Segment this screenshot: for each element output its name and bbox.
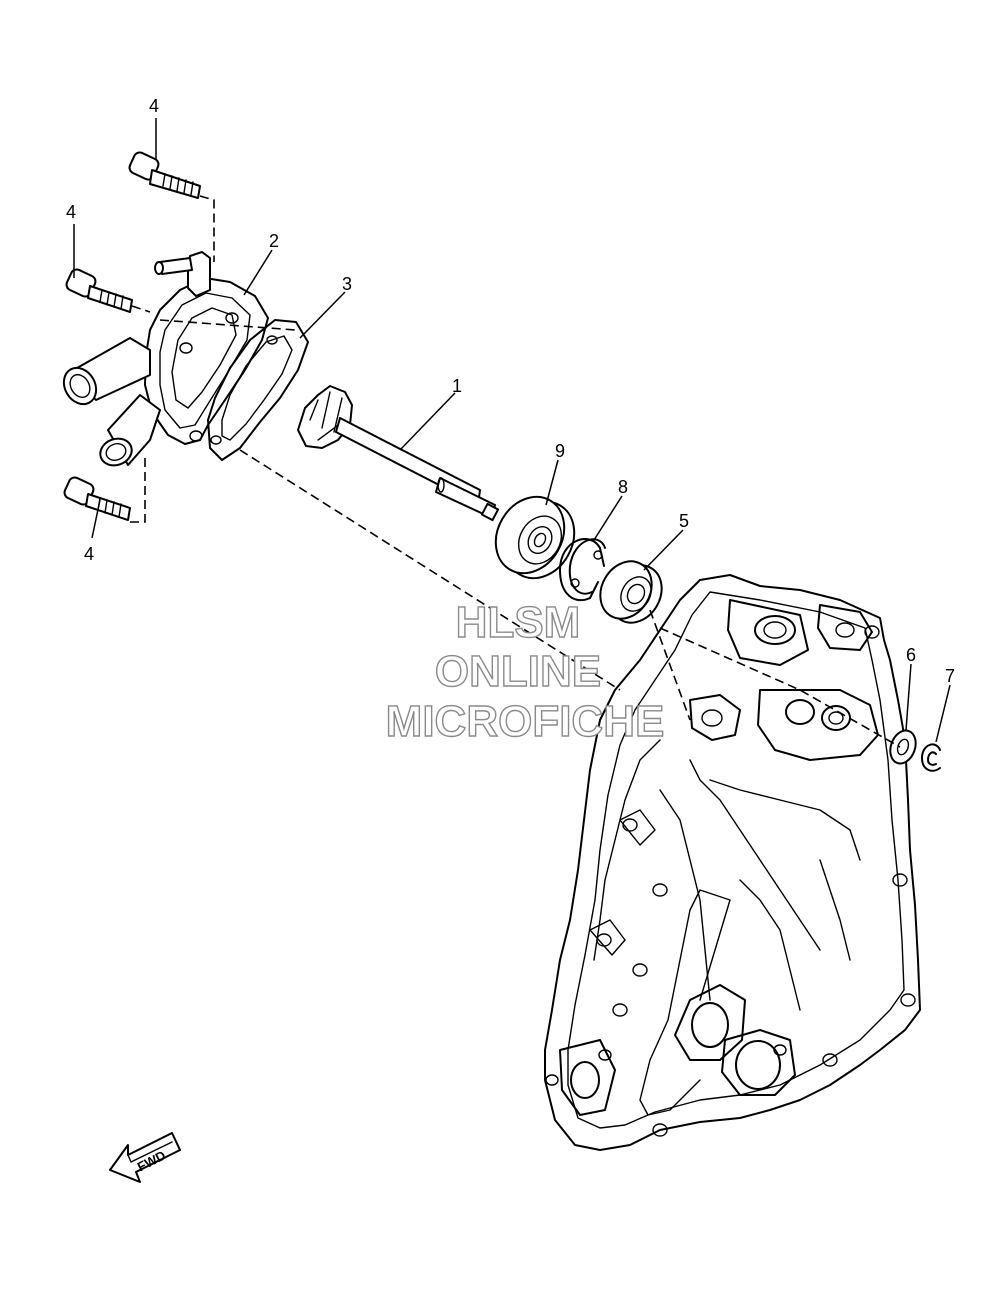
bolt-top [128, 151, 201, 199]
watermark-line-2: ONLINE [435, 647, 601, 696]
pump-cover [62, 251, 269, 467]
crankcase-housing [544, 574, 921, 1151]
e-clip [921, 743, 941, 772]
assembly-center-lines [130, 195, 901, 748]
watermark-line-1: HLSM [456, 598, 581, 647]
washer [889, 729, 917, 765]
callout-part-7: 7 [945, 666, 955, 686]
seal-bearing [494, 495, 576, 580]
bolt-bottom [63, 476, 131, 521]
callout-part-2: 2 [269, 231, 279, 251]
callout-part-6: 6 [906, 645, 916, 665]
callout-labels: 4 4 4 2 3 1 9 8 5 6 7 [66, 96, 955, 686]
callout-part-8: 8 [618, 477, 628, 497]
impeller-shaft [297, 385, 500, 522]
watermark-line-3: MICROFICHE [386, 697, 665, 746]
circlip [559, 538, 606, 602]
callout-part-4-middle: 4 [66, 202, 76, 222]
callout-part-9: 9 [555, 441, 565, 461]
callout-part-4-bottom: 4 [84, 544, 94, 564]
callout-part-4-top: 4 [149, 96, 159, 116]
callout-leaders [73, 118, 951, 743]
callout-part-5: 5 [679, 511, 689, 531]
callout-part-3: 3 [342, 274, 352, 294]
forward-direction-arrow: FWD [109, 1132, 181, 1183]
bearing [599, 560, 663, 624]
callout-part-1: 1 [452, 376, 462, 396]
gasket [207, 319, 309, 461]
watermark: HLSM ONLINE MICROFICHE [385, 597, 665, 746]
